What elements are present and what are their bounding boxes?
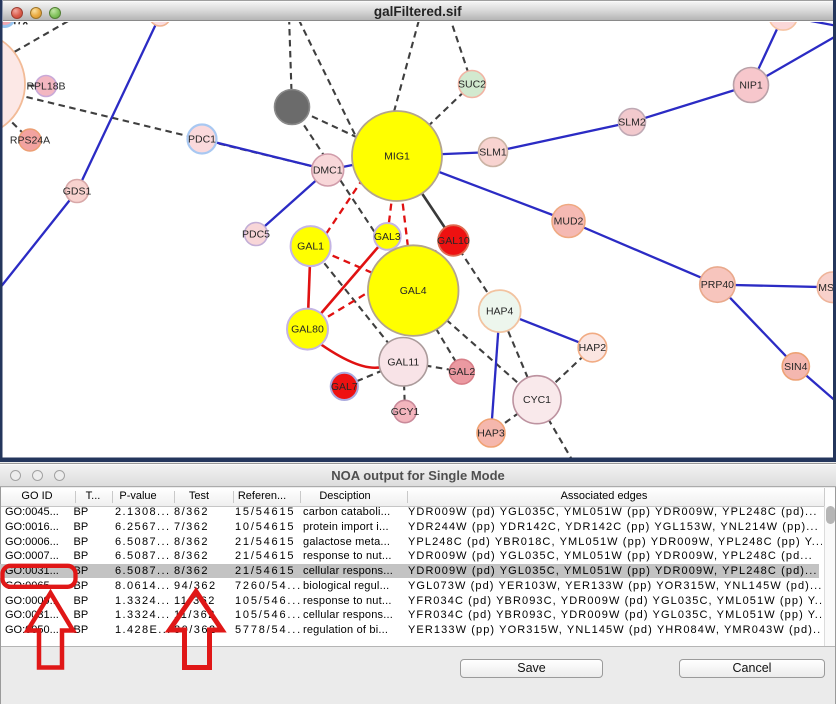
svg-text:GCY1: GCY1 bbox=[391, 406, 420, 418]
svg-text:PRP40: PRP40 bbox=[701, 279, 734, 291]
svg-text:GAL4: GAL4 bbox=[400, 285, 427, 297]
svg-text:GDS1: GDS1 bbox=[63, 186, 92, 198]
svg-text:HAP3: HAP3 bbox=[477, 428, 505, 440]
svg-text:RPL18B: RPL18B bbox=[26, 81, 65, 93]
svg-text:SLM1: SLM1 bbox=[479, 147, 507, 159]
svg-text:GAL2: GAL2 bbox=[448, 366, 475, 378]
svg-text:NIP1: NIP1 bbox=[739, 80, 763, 92]
svg-text:MIG1: MIG1 bbox=[384, 151, 410, 163]
svg-text:SLM2: SLM2 bbox=[618, 117, 646, 129]
svg-text:MUD2: MUD2 bbox=[554, 216, 584, 228]
svg-text:GAL3: GAL3 bbox=[374, 231, 401, 243]
svg-text:SUC2: SUC2 bbox=[458, 79, 486, 91]
svg-text:GAL10: GAL10 bbox=[437, 235, 470, 247]
svg-text:DMC1: DMC1 bbox=[313, 165, 343, 177]
svg-text:PDC1: PDC1 bbox=[188, 134, 216, 146]
svg-text:RPS24A: RPS24A bbox=[10, 135, 50, 147]
svg-text:GAL11: GAL11 bbox=[387, 356, 419, 368]
svg-text:PDC5: PDC5 bbox=[242, 229, 270, 241]
svg-text:MSB1: MSB1 bbox=[818, 282, 836, 294]
svg-text:SIN4: SIN4 bbox=[784, 361, 808, 373]
svg-text:HAP4: HAP4 bbox=[486, 306, 514, 318]
svg-text:GAL7: GAL7 bbox=[331, 381, 358, 393]
svg-text:GAL80: GAL80 bbox=[291, 324, 324, 336]
svg-text:HAP2: HAP2 bbox=[579, 342, 607, 354]
svg-text:CYC1: CYC1 bbox=[523, 394, 551, 406]
svg-text:GAL1: GAL1 bbox=[297, 241, 324, 253]
